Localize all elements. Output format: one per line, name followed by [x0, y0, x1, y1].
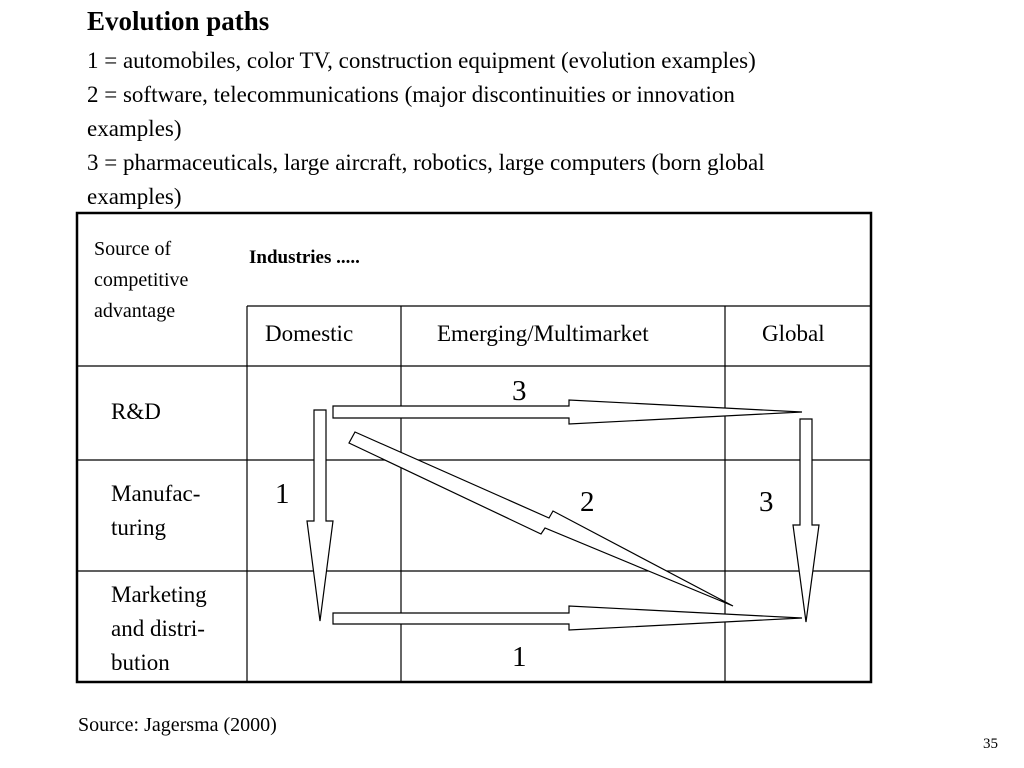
column-header-emerging: Emerging/Multimarket: [437, 321, 649, 346]
row-label-marketing-2: and distri-: [111, 616, 205, 641]
path-label-left: 1: [275, 478, 290, 510]
arrow-path-1-left: [306, 409, 334, 622]
slide-title: Evolution paths: [87, 6, 270, 36]
row-label-rd: R&D: [111, 399, 161, 424]
legend-line-2-cont: examples): [87, 116, 182, 141]
arrow-path-3-right: [792, 418, 820, 623]
legend-line-3: 3 = pharmaceuticals, large aircraft, rob…: [87, 150, 765, 175]
row-label-manufacturing-1: Manufac-: [111, 481, 201, 506]
page-number: 35: [983, 736, 998, 752]
arrow-path-3-top: [332, 399, 803, 425]
path-label-top: 3: [512, 375, 527, 407]
column-header-domestic: Domestic: [265, 321, 354, 346]
corner-label-line-2: competitive: [94, 269, 189, 291]
path-label-bottom: 1: [512, 641, 527, 673]
path-label-right: 3: [759, 486, 774, 518]
corner-label-line-3: advantage: [94, 300, 176, 322]
legend-line-2: 2 = software, telecommunications (major …: [87, 82, 735, 107]
row-label-marketing-1: Marketing: [111, 582, 207, 607]
row-label-marketing-3: bution: [111, 650, 170, 675]
table-border: [75, 211, 873, 684]
arrow-path-1-bottom: [332, 605, 803, 631]
industries-label: Industries .....: [249, 247, 360, 268]
legend-line-3-cont: examples): [87, 184, 182, 209]
column-header-global: Global: [762, 321, 825, 346]
corner-label-line-1: Source of: [94, 238, 172, 260]
arrow-path-2-diagonal: [348, 431, 734, 607]
source-citation: Source: Jagersma (2000): [78, 714, 277, 736]
row-label-manufacturing-2: turing: [111, 515, 166, 540]
path-label-diagonal: 2: [580, 486, 595, 518]
legend-line-1: 1 = automobiles, color TV, construction …: [87, 48, 756, 73]
